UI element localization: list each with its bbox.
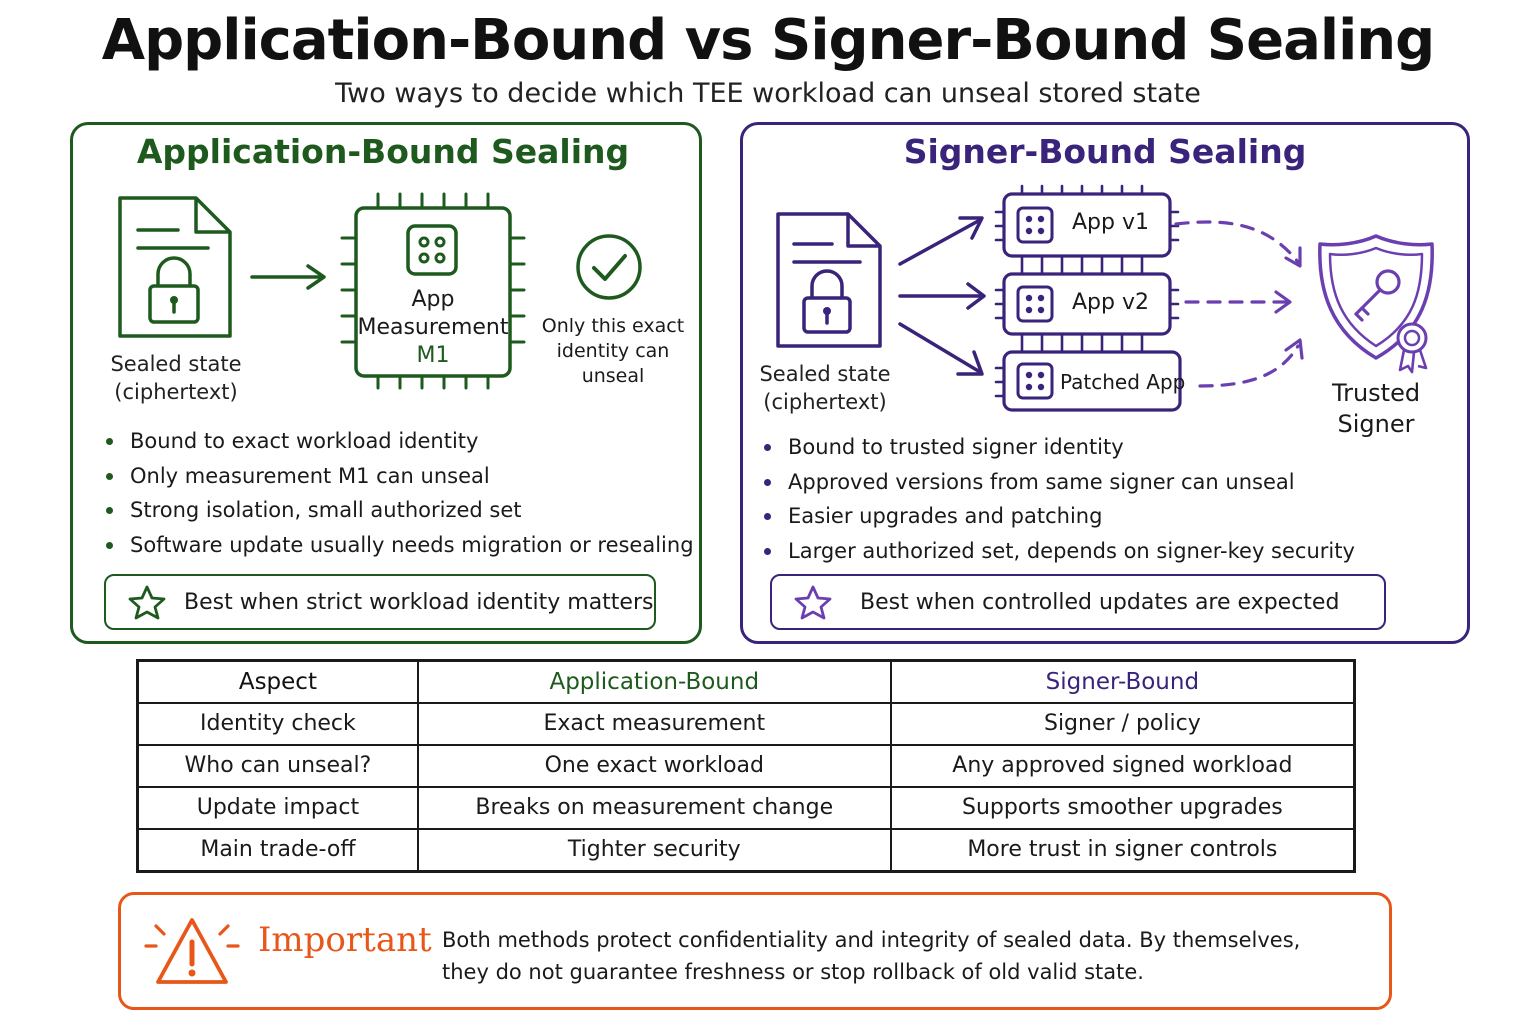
application-bound-bullets: Bound to exact workload identity Only me…	[104, 424, 694, 562]
star-icon	[128, 585, 166, 620]
check-caption: Only this exact identity can unseal	[541, 315, 685, 387]
list-item: Bound to trusted signer identity	[762, 430, 1355, 465]
patched-app-label: Patched App	[1060, 370, 1186, 394]
table-cell: Breaks on measurement change	[416, 785, 892, 830]
star-icon	[794, 585, 832, 620]
important-label: Important	[258, 920, 432, 960]
list-item: Only measurement M1 can unseal	[104, 459, 694, 494]
comparison-table: Aspect Application-Bound Signer-Bound Id…	[136, 659, 1356, 873]
page-subtitle: Two ways to decide which TEE workload ca…	[335, 78, 1201, 109]
header-aspect: Aspect	[136, 659, 419, 704]
table-cell: Update impact	[136, 785, 419, 830]
app-chip-stack	[994, 184, 1182, 412]
header-signer-bound: Signer-Bound	[889, 659, 1356, 704]
chip-icon	[340, 192, 526, 390]
list-item: Strong isolation, small authorized set	[104, 493, 694, 528]
table-cell: Identity check	[136, 702, 419, 746]
table-cell: Any approved signed workload	[889, 743, 1356, 788]
list-item: Bound to exact workload identity	[104, 424, 694, 459]
fan-out-arrows	[898, 216, 986, 376]
signer-sealed-state-caption: Sealed state (ciphertext)	[759, 362, 891, 414]
table-cell: Tighter security	[416, 827, 892, 873]
table-header-row: Aspect Application-Bound Signer-Bound	[136, 659, 1356, 704]
table-cell: Main trade-off	[136, 827, 419, 873]
table-row: Update impact Breaks on measurement chan…	[136, 785, 1356, 830]
app-v1-label: App v1	[1072, 210, 1149, 235]
page-title: Application-Bound vs Signer-Bound Sealin…	[101, 8, 1435, 73]
arrow-right-icon	[250, 264, 326, 290]
trusted-signer-label: Trusted Signer	[1331, 379, 1421, 438]
check-circle-icon	[576, 234, 642, 300]
table-cell: Supports smoother upgrades	[889, 785, 1356, 830]
list-item: Easier upgrades and patching	[762, 499, 1355, 534]
application-bound-best-box: Best when strict workload identity matte…	[104, 574, 656, 630]
table-cell: Exact measurement	[416, 702, 892, 746]
app-sealed-state-caption: Sealed state (ciphertext)	[110, 352, 242, 404]
table-cell: Signer / policy	[889, 702, 1356, 746]
table-row: Main trade-off Tighter security More tru…	[136, 827, 1356, 873]
dashed-arrow-icon	[1174, 220, 1304, 388]
important-text: Both methods protect confidentiality and…	[442, 928, 1301, 984]
app-v2-label: App v2	[1072, 290, 1149, 315]
table-row: Identity check Exact measurement Signer …	[136, 702, 1356, 746]
signer-bound-bullets: Bound to trusted signer identity Approve…	[762, 430, 1355, 568]
warning-triangle-icon	[144, 918, 240, 984]
signer-bound-panel	[740, 122, 1470, 644]
table-cell: More trust in signer controls	[889, 827, 1356, 873]
application-bound-panel	[70, 122, 702, 644]
list-item: Software update usually needs migration …	[104, 528, 694, 563]
application-bound-title: Application-Bound Sealing	[136, 132, 630, 171]
table-cell: Who can unseal?	[136, 743, 419, 788]
table-row: Who can unseal? One exact workload Any a…	[136, 743, 1356, 788]
signer-bound-best-box: Best when controlled updates are expecte…	[770, 574, 1386, 630]
document-lock-icon	[776, 212, 882, 348]
document-lock-icon	[118, 196, 232, 338]
signer-bound-title: Signer-Bound Sealing	[903, 132, 1307, 171]
header-application-bound: Application-Bound	[416, 659, 892, 704]
list-item: Larger authorized set, depends on signer…	[762, 534, 1355, 569]
list-item: Approved versions from same signer can u…	[762, 465, 1355, 500]
important-callout	[118, 892, 1392, 1010]
table-cell: One exact workload	[416, 743, 892, 788]
chip-measurement-label: App Measurement M1	[357, 287, 509, 368]
shield-key-icon	[1318, 234, 1434, 374]
